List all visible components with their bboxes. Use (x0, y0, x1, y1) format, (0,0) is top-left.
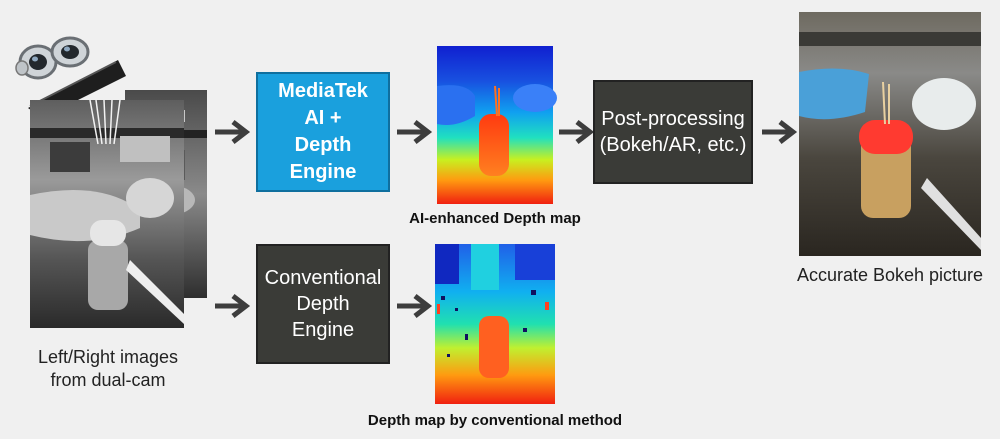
arrow-icon (215, 294, 251, 318)
conventional-depth-caption: Depth map by conventional method (367, 412, 623, 429)
arrow-icon (215, 120, 251, 144)
post-processing-box: Post-processing (Bokeh/AR, etc.) (593, 80, 753, 184)
input-caption: Left/Right images from dual-cam (37, 347, 179, 390)
conventional-depth-map-image (435, 244, 555, 404)
output-caption: Accurate Bokeh picture (796, 265, 984, 285)
conventional-depth-engine-box: Conventional Depth Engine (256, 244, 390, 364)
arrow-icon (762, 120, 798, 144)
arrow-icon (397, 294, 433, 318)
ai-depth-engine-box: MediaTek AI + Depth Engine (256, 72, 390, 192)
ai-depth-map-image (437, 46, 557, 204)
bokeh-output-image (799, 12, 981, 256)
ai-depth-caption: AI-enhanced Depth map (409, 210, 581, 227)
arrow-icon (397, 120, 433, 144)
left-camera-image (30, 99, 184, 328)
arrow-icon (559, 120, 595, 144)
